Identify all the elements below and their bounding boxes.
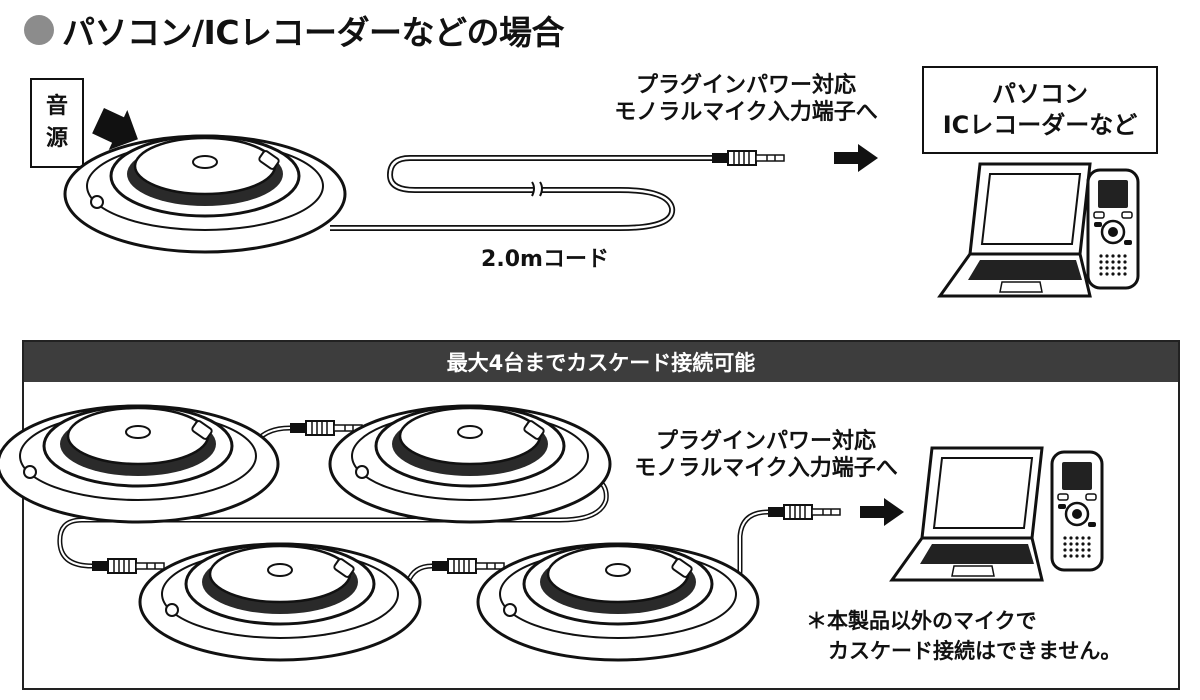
page-title-text: パソコン/ICレコーダーなどの場合 <box>62 13 565 52</box>
source-arrow-icon <box>92 108 138 150</box>
top-input-label-line2: モノラルマイク入力端子へ <box>614 100 878 125</box>
top-arrow-right-icon <box>834 144 878 172</box>
cascade-ic-recorder-icon <box>1050 450 1104 572</box>
cascade-note: ＊本製品以外のマイクで カスケード接続はできません。 <box>806 606 1121 666</box>
top-laptop-icon <box>938 162 1092 298</box>
cascade-microphone-2-icon <box>328 404 612 524</box>
cord-length-label: 2.0mコード <box>481 247 609 272</box>
cascade-plug-2-icon <box>91 558 165 574</box>
cascade-laptop-icon <box>890 446 1044 582</box>
cascade-plug-3-icon <box>431 558 505 574</box>
cascade-input-label: プラグインパワー対応 モノラルマイク入力端子へ <box>616 428 916 482</box>
sound-source-char-1: 音 <box>45 94 68 119</box>
top-input-label: プラグインパワー対応 モノラルマイク入力端子へ <box>596 72 896 126</box>
cascade-panel-header: 最大4台までカスケード接続可能 <box>24 342 1178 382</box>
page-title: パソコン/ICレコーダーなどの場合 <box>24 8 565 52</box>
cascade-microphone-4-icon <box>476 542 760 662</box>
cascade-output-arrow-icon <box>860 498 904 526</box>
top-plug-icon <box>711 150 785 166</box>
title-bullet-icon <box>24 15 54 45</box>
cascade-microphone-1-icon <box>0 404 280 524</box>
sound-source-char-2: 源 <box>45 126 68 151</box>
cascade-panel: 最大4台までカスケード接続可能 <box>22 340 1180 690</box>
top-microphone-icon <box>63 134 347 254</box>
device-box: パソコン ICレコーダーなど <box>922 66 1158 154</box>
top-ic-recorder-icon <box>1086 168 1140 290</box>
cascade-input-label-line2: モノラルマイク入力端子へ <box>634 456 898 481</box>
sound-source-label: 音 源 <box>30 78 84 168</box>
cascade-note-line1: ＊本製品以外のマイクで <box>806 609 1037 633</box>
cascade-note-line2: カスケード接続はできません。 <box>828 639 1122 663</box>
cascade-output-plug-icon <box>767 504 841 520</box>
cascade-input-label-line1: プラグインパワー対応 <box>655 429 876 454</box>
device-box-line1: パソコン <box>992 80 1088 108</box>
cascade-microphone-3-icon <box>138 542 422 662</box>
top-input-label-line1: プラグインパワー対応 <box>635 73 856 98</box>
device-box-line2: ICレコーダーなど <box>942 111 1138 139</box>
top-cable-break <box>531 181 543 197</box>
